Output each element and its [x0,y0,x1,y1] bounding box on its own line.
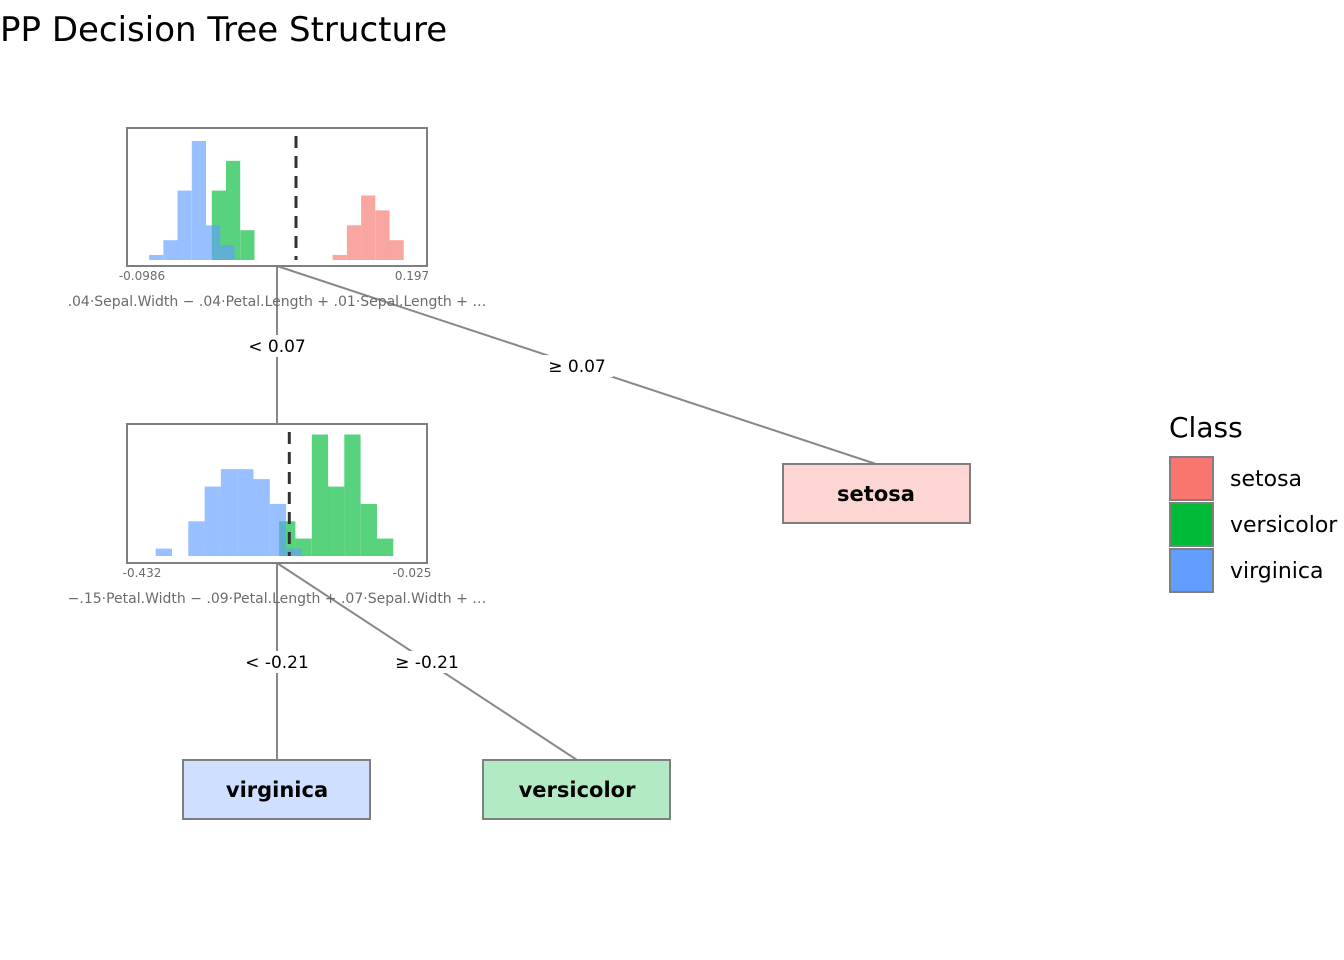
legend-key-virginica [1169,548,1214,593]
histogram-bar-virginica [188,521,205,556]
leaf-virginica: virginica [182,759,371,820]
legend-key-setosa [1169,456,1214,501]
split-node-2: -0.432 -0.025 −.15·Petal.Width − .09·Pet… [68,423,487,607]
leaf-label: virginica [226,778,328,802]
histogram-bar-virginica [253,479,270,556]
edge-label-node1-right: ≥ 0.07 [548,357,606,377]
edge-label-node1-left: < 0.07 [248,337,306,357]
histogram-bar-versicolor [328,486,345,556]
projection-label: −.15·Petal.Width − .09·Petal.Length + .0… [68,591,487,607]
histogram-bar-versicolor [311,434,329,556]
split-node-1: -0.0986 0.197 .04·Sepal.Width − .04·Peta… [68,127,487,310]
histogram-bar-virginica [149,255,164,260]
node-1-histogram [149,141,404,260]
edge-labels: < 0.07 ≥ 0.07 < -0.21 ≥ -0.21 [237,335,613,673]
histogram-bar-virginica [220,469,238,556]
projection-label: .04·Sepal.Width − .04·Petal.Length + .01… [68,294,487,310]
legend-label-setosa: setosa [1230,467,1302,492]
page-title: PP Decision Tree Structure [0,10,447,50]
edge-label-bg [241,335,313,357]
histogram-bar-virginica [191,141,206,260]
histogram-bar-setosa [375,210,390,260]
histogram-bar-versicolor [226,160,241,260]
leaf-label: setosa [837,482,915,506]
histogram-bar-virginica [269,503,287,556]
histogram-bar-virginica [177,190,192,260]
range-max-label: 0.197 [395,269,429,283]
edge-label-node2-left: < -0.21 [245,653,309,673]
histogram-bar-setosa [389,240,404,260]
leaf-setosa: setosa [782,463,971,524]
histogram-bar-virginica [163,240,178,260]
histogram-bar-virginica [206,225,221,260]
edge-label-bg [237,651,317,673]
leaf-box [482,759,671,820]
histogram-bar-versicolor [344,434,361,556]
edge-label-bg [541,355,613,377]
leaf-box [782,463,971,524]
histogram-bar-setosa [332,255,347,260]
legend-key-versicolor [1169,502,1214,547]
histogram-bar-setosa [361,195,376,260]
range-min-label: -0.0986 [119,269,165,283]
histogram-bar-versicolor [377,538,394,556]
histogram-bar-virginica [155,548,172,556]
histogram-bar-setosa [346,225,362,260]
edge-label-bg [387,651,467,673]
range-min-label: -0.432 [123,566,162,580]
histogram-bar-versicolor [360,503,377,556]
histogram-bar-virginica [204,486,221,556]
legend: Class setosa versicolor virginica [1169,411,1338,593]
histogram-bar-virginica [286,548,302,556]
legend-title: Class [1169,411,1243,444]
edge-label-node2-right: ≥ -0.21 [395,653,459,673]
histogram-bar-virginica [220,245,235,260]
node-2-histogram [155,434,394,556]
range-max-label: -0.025 [393,566,432,580]
leaf-label: versicolor [519,778,636,802]
legend-label-virginica: virginica [1230,559,1324,584]
histogram-bar-virginica [237,469,254,556]
legend-label-versicolor: versicolor [1230,513,1338,538]
histogram-bar-versicolor [240,230,255,260]
leaf-box [182,759,371,820]
leaf-versicolor: versicolor [482,759,671,820]
